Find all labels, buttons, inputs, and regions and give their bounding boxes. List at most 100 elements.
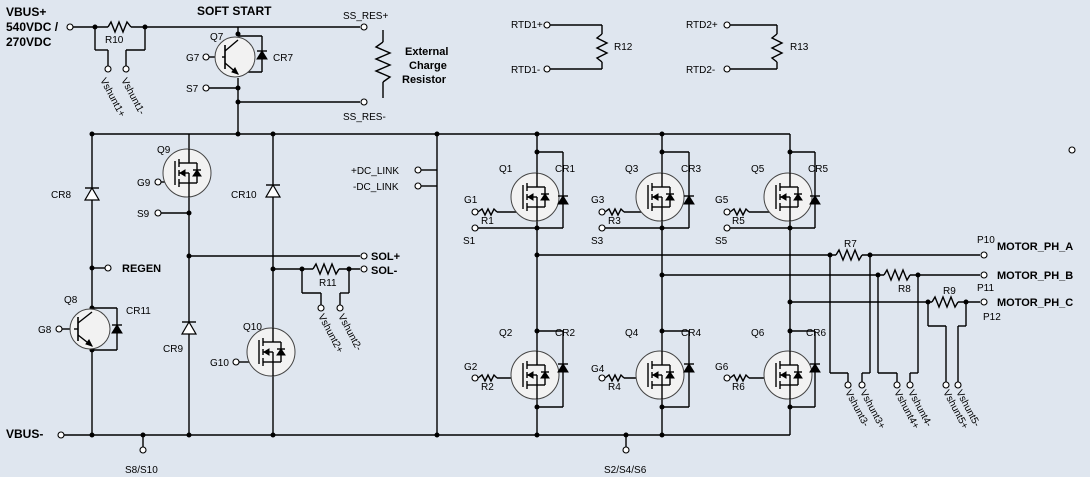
- r12-label: R12: [614, 42, 633, 53]
- q8-igbt: [69, 308, 111, 350]
- bridge-wiring: [471, 134, 988, 435]
- r3-label: R3: [608, 216, 621, 227]
- ext-resistor-line1: External: [405, 46, 448, 58]
- q5-mosfet: [763, 172, 813, 222]
- cr8-label: CR8: [51, 190, 71, 201]
- r7-label: R7: [844, 239, 857, 250]
- q7-igbt: [214, 36, 256, 78]
- s1-label: S1: [463, 236, 476, 247]
- motor-ph-a-terminal[interactable]: [980, 251, 988, 259]
- s9-label: S9: [137, 209, 150, 220]
- cr11-diode: [111, 324, 123, 334]
- r1-label: R1: [481, 216, 494, 227]
- g10-label: G10: [210, 358, 229, 369]
- sol-plus-terminal[interactable]: [360, 252, 368, 260]
- q6-label: Q6: [751, 328, 765, 339]
- r5-label: R5: [732, 216, 745, 227]
- g5-label: G5: [715, 195, 729, 206]
- vbus-plus-terminal[interactable]: [66, 23, 74, 31]
- s8-s10-terminal[interactable]: [139, 446, 147, 454]
- rtd2-network: [723, 21, 784, 73]
- cr9-label: CR9: [163, 344, 183, 355]
- svg-text:540VDC /: 540VDC /: [6, 20, 59, 34]
- g2-label: G2: [464, 362, 478, 373]
- dc-rails: [57, 131, 1076, 439]
- g1-label: G1: [464, 195, 478, 206]
- q9-mosfet: [162, 148, 212, 198]
- r6-label: R6: [732, 382, 745, 393]
- vbus-minus-terminal[interactable]: [57, 431, 65, 439]
- r9-label: R9: [943, 286, 956, 297]
- rtd1-network: [543, 21, 609, 73]
- q2-mosfet: [510, 350, 560, 400]
- dc-link: [414, 134, 438, 435]
- q3-label: Q3: [625, 164, 639, 175]
- rtd2p-label: RTD2+: [686, 20, 718, 31]
- q6-mosfet: [763, 350, 813, 400]
- r8-label: R8: [898, 284, 911, 295]
- cr11-label: CR11: [126, 306, 151, 317]
- ss-res-plus-label: SS_RES+: [343, 11, 388, 22]
- motor-ph-a-label: MOTOR_PH_A: [997, 241, 1073, 253]
- cr2-label: CR2: [555, 328, 575, 339]
- cr10-diode: [265, 184, 281, 198]
- r10-label: R10: [105, 35, 124, 46]
- s7-label: S7: [186, 84, 199, 95]
- cr6-diode: [809, 363, 821, 373]
- cr7-diode: [256, 50, 268, 60]
- q2-label: Q2: [499, 328, 513, 339]
- p11-label: P11: [977, 283, 994, 294]
- cr7-label: CR7: [273, 53, 293, 64]
- sol-minus-terminal[interactable]: [360, 265, 368, 273]
- dc-link-plus-label: +DC_LINK: [351, 166, 399, 177]
- g4-label: G4: [591, 364, 605, 375]
- r11-label: R11: [319, 278, 337, 289]
- regen-branch: [55, 134, 118, 435]
- q10-mosfet: [246, 327, 296, 377]
- dc-link-minus-label: -DC_LINK: [353, 182, 399, 193]
- ext-resistor-line3: Resistor: [402, 74, 447, 86]
- ss-res-plus-terminal[interactable]: [360, 23, 368, 31]
- dc-link-plus-terminal[interactable]: [414, 166, 422, 174]
- ext-resistor-line2: Charge: [409, 60, 447, 72]
- svg-text:VBUS+: VBUS+: [6, 5, 46, 19]
- dc-link-minus-terminal[interactable]: [414, 182, 422, 190]
- sol-minus-label: SOL-: [371, 265, 398, 277]
- q9-label: Q9: [157, 145, 171, 156]
- rtd1m-label: RTD1-: [511, 65, 540, 76]
- q4-mosfet: [635, 350, 685, 400]
- svg-text:270VDC: 270VDC: [6, 35, 52, 49]
- sol-plus-label: SOL+: [371, 251, 400, 263]
- cr2-diode: [557, 363, 569, 373]
- rtd2m-label: RTD2-: [686, 65, 715, 76]
- g8-label: G8: [38, 325, 52, 336]
- regen-label: REGEN: [122, 263, 161, 275]
- cr5-label: CR5: [808, 164, 828, 175]
- q1-mosfet: [510, 172, 560, 222]
- motor-ph-b-terminal[interactable]: [980, 271, 988, 279]
- cr3-diode: [683, 195, 695, 205]
- s3-label: S3: [591, 236, 604, 247]
- g3-label: G3: [591, 195, 605, 206]
- q1-label: Q1: [499, 164, 513, 175]
- s8-s10-label: S8/S10: [125, 465, 158, 476]
- g7-label: G7: [186, 53, 200, 64]
- q4-label: Q4: [625, 328, 639, 339]
- motor-ph-c-terminal[interactable]: [980, 298, 988, 306]
- g6-label: G6: [715, 362, 729, 373]
- regen-terminal[interactable]: [104, 264, 112, 272]
- ss-res-minus-terminal[interactable]: [360, 98, 368, 106]
- cr10-label: CR10: [231, 190, 257, 201]
- s2-s4-s6-terminal[interactable]: [622, 446, 630, 454]
- external-charge-resistor: [374, 30, 392, 98]
- motor-ph-b-label: MOTOR_PH_B: [997, 270, 1073, 282]
- soft-start-title: SOFT START: [197, 4, 272, 18]
- ss-res-minus-label: SS_RES-: [343, 112, 386, 123]
- rtd1p-label: RTD1+: [511, 20, 543, 31]
- p10-label: P10: [977, 235, 995, 246]
- q3-mosfet: [635, 172, 685, 222]
- brake-branch: [154, 134, 368, 435]
- cr9-diode: [181, 321, 197, 335]
- q8-label: Q8: [64, 295, 78, 306]
- right-edge-terminal[interactable]: [1068, 146, 1076, 154]
